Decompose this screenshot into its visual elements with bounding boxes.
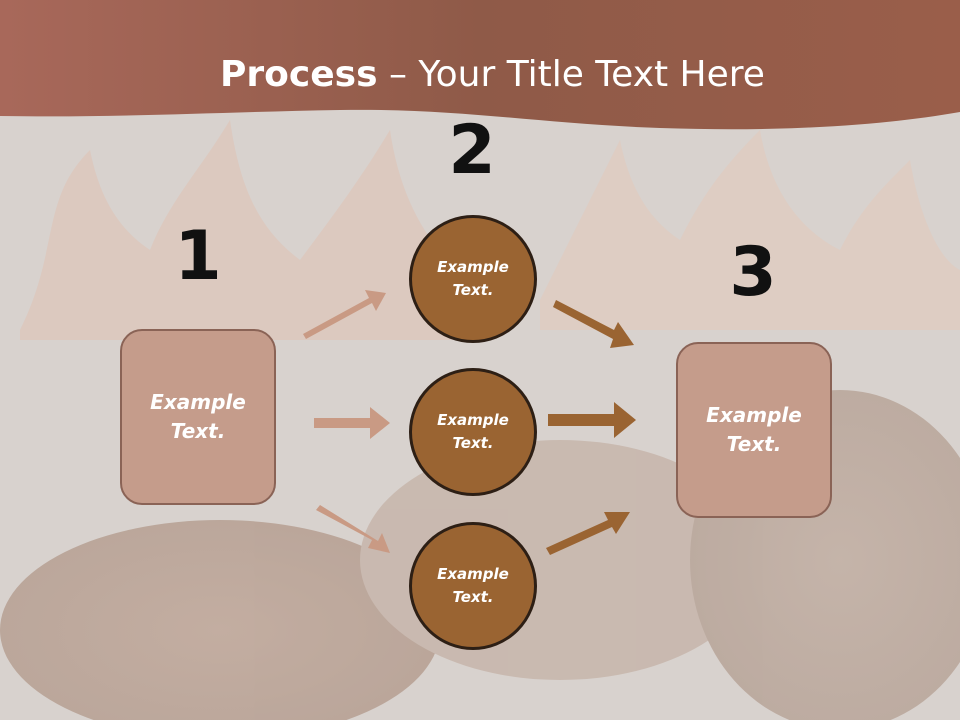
circle-middle: Example Text. [409,368,537,496]
circle-bottom: Example Text. [409,522,537,650]
right-box: Example Text. [676,342,832,518]
slide-title: Process – Your Title Text Here [0,52,960,98]
title-rest: – Your Title Text Here [377,54,765,95]
header-band [0,0,960,130]
circle-bottom-text: Example Text. [437,565,509,606]
step-number-2: 2 [448,111,496,190]
circle-middle-text: Example Text. [437,411,509,452]
circle-top-text: Example Text. [437,258,509,299]
title-bold: Process [220,54,378,95]
flame-decoration [20,120,960,340]
left-box-text: Example Text. [150,390,246,443]
step-number-3: 3 [729,233,777,312]
step-number-1: 1 [174,217,222,296]
right-box-text: Example Text. [706,403,802,456]
circle-top: Example Text. [409,215,537,343]
left-box: Example Text. [120,329,276,505]
